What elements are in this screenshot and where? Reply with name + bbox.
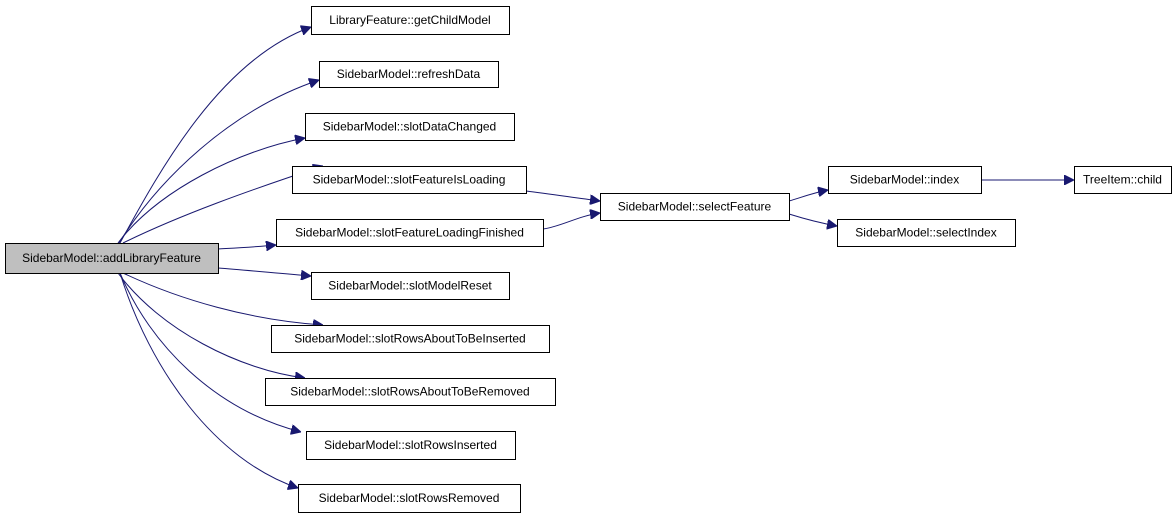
node-box: [292, 166, 527, 194]
graph-node[interactable]: SidebarModel::selectFeature: [600, 193, 790, 221]
node-label: SidebarModel::selectIndex: [855, 226, 996, 240]
node-label: LibraryFeature::getChildModel: [329, 13, 490, 27]
edge-n5-to-n11: [542, 213, 600, 230]
edge-n11-to-n13: [788, 213, 837, 226]
edge-root-to-n10: [119, 272, 298, 488]
edge-root-to-n1: [119, 27, 311, 244]
graph-node[interactable]: TreeItem::child: [1074, 166, 1172, 194]
graph-node[interactable]: SidebarModel::selectIndex: [837, 219, 1016, 247]
node-box: [305, 113, 515, 141]
edge-n11-to-n12: [788, 190, 828, 202]
graph-node[interactable]: SidebarModel::refreshData: [319, 61, 499, 88]
node-label: SidebarModel::slotDataChanged: [323, 120, 496, 134]
node-box: [319, 61, 499, 88]
graph-node[interactable]: SidebarModel::slotFeatureLoadingFinished: [276, 219, 544, 247]
graph-node[interactable]: SidebarModel::index: [828, 166, 982, 194]
edge-root-to-n7: [122, 272, 323, 325]
node-label: SidebarModel::refreshData: [337, 67, 481, 81]
edge-root-to-n8: [117, 272, 305, 378]
graph-node[interactable]: SidebarModel::slotModelReset: [311, 272, 510, 300]
nodes-layer: SidebarModel::addLibraryFeature LibraryFe…: [5, 6, 1172, 513]
graph-node[interactable]: SidebarModel::slotRowsInserted: [306, 431, 516, 460]
node-label: SidebarModel::slotFeatureIsLoading: [313, 173, 506, 187]
node-box: [271, 325, 550, 353]
node-box: [837, 219, 1016, 247]
graph-node[interactable]: SidebarModel::slotFeatureIsLoading: [292, 166, 527, 194]
node-label: SidebarModel::slotRowsRemoved: [319, 491, 500, 505]
node-box: [306, 431, 516, 460]
graph-node[interactable]: LibraryFeature::getChildModel: [311, 6, 510, 35]
node-label: SidebarModel::slotRowsInserted: [324, 438, 497, 452]
node-box: [311, 6, 510, 35]
node-box: [276, 219, 544, 247]
edge-root-to-n6: [217, 267, 311, 276]
node-label: SidebarModel::slotRowsAboutToBeInserted: [294, 332, 525, 346]
node-label: TreeItem::child: [1083, 173, 1162, 187]
node-label: SidebarModel::addLibraryFeature: [22, 251, 201, 265]
node-label: SidebarModel::selectFeature: [618, 200, 772, 214]
node-label: SidebarModel::slotRowsAboutToBeRemoved: [290, 385, 529, 399]
node-box: [600, 193, 790, 221]
graph-node[interactable]: SidebarModel::slotRowsAboutToBeRemoved: [265, 378, 556, 406]
graph-node[interactable]: SidebarModel::slotRowsAboutToBeInserted: [271, 325, 550, 353]
edge-root-to-n2: [118, 80, 319, 244]
node-label: SidebarModel::slotFeatureLoadingFinished: [295, 226, 524, 240]
graph-node[interactable]: SidebarModel::slotDataChanged: [305, 113, 515, 141]
edge-root-to-n3: [117, 138, 305, 244]
node-box: [828, 166, 982, 194]
node-label: SidebarModel::index: [850, 173, 959, 187]
node-box: [5, 243, 219, 274]
node-label: SidebarModel::slotModelReset: [328, 279, 492, 293]
node-box: [265, 378, 556, 406]
edges-layer: [117, 27, 1074, 488]
node-box: [311, 272, 510, 300]
node-box: [298, 484, 521, 513]
edge-root-to-n9: [119, 272, 301, 432]
root-node[interactable]: SidebarModel::addLibraryFeature: [5, 243, 219, 274]
graph-node[interactable]: SidebarModel::slotRowsRemoved: [298, 484, 521, 513]
edge-n4-to-n11: [525, 190, 600, 201]
node-box: [1074, 166, 1172, 194]
edge-root-to-n5: [217, 245, 276, 249]
